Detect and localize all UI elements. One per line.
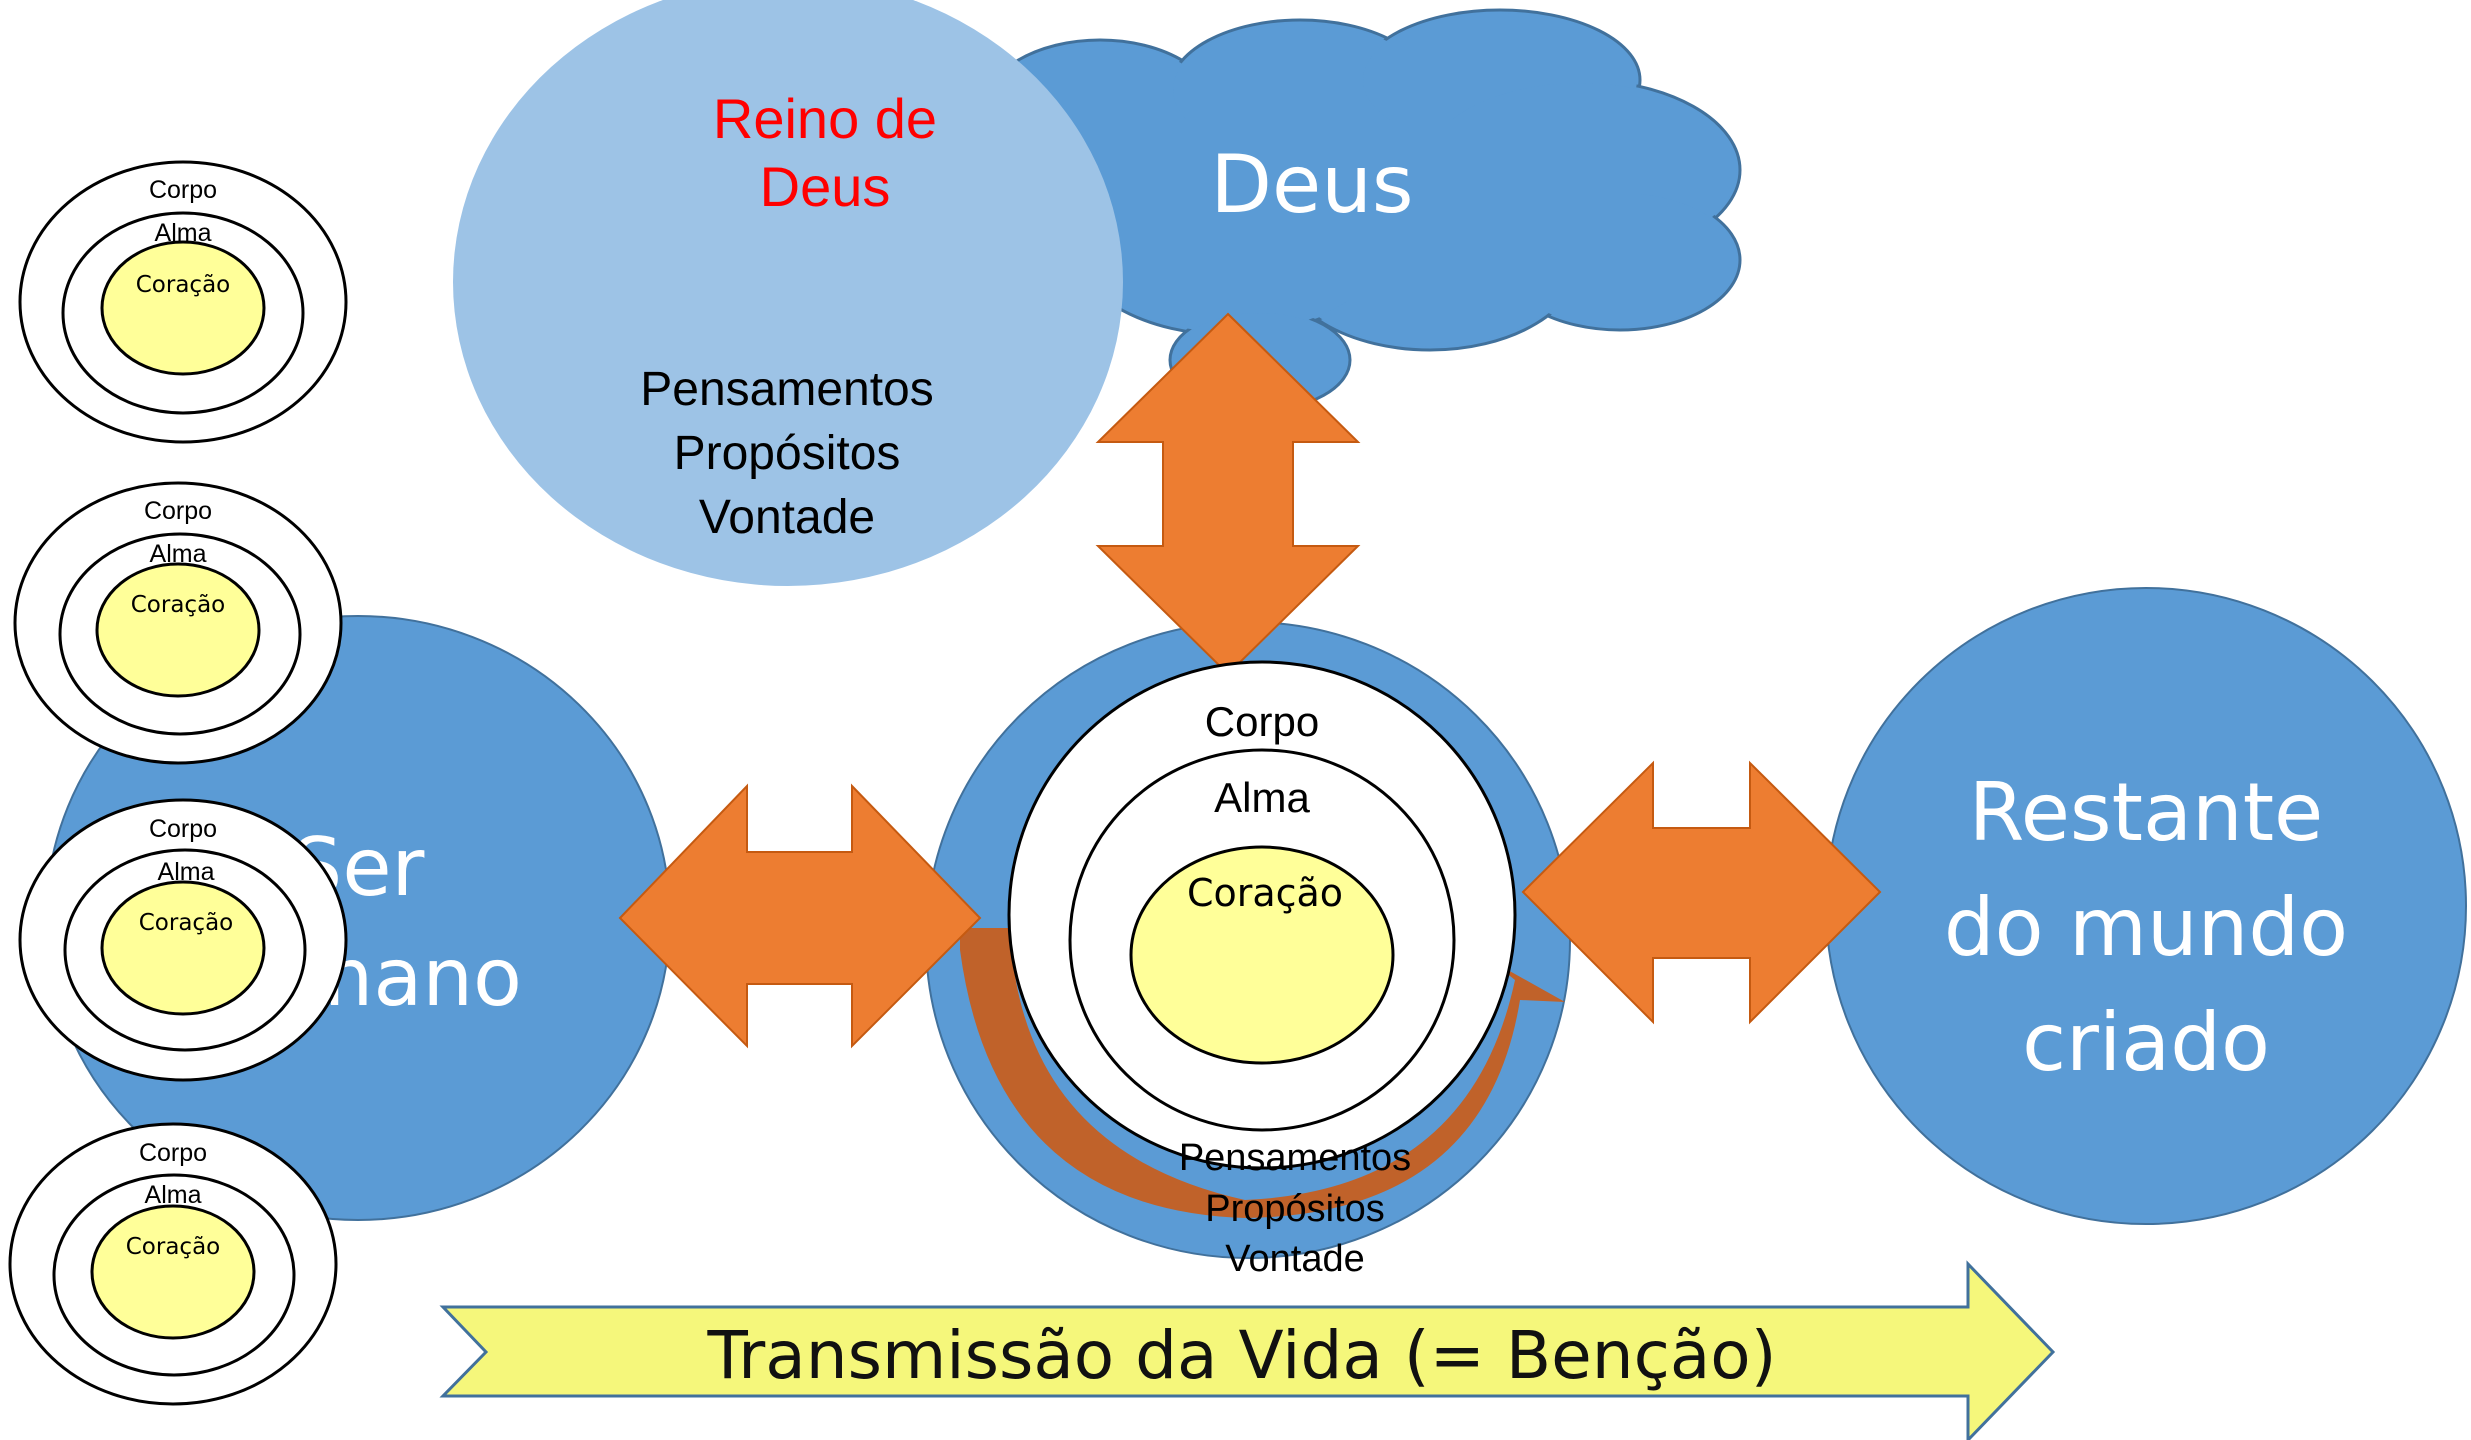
center-purposes: Propósitos bbox=[1205, 1188, 1385, 1230]
center-heart-label: Coração bbox=[1187, 871, 1343, 915]
small-person-1-heart-label: Coração bbox=[136, 272, 231, 298]
kingdom-will: Vontade bbox=[699, 491, 875, 544]
center-will: Vontade bbox=[1225, 1238, 1364, 1280]
world-line3: criado bbox=[2022, 996, 2270, 1089]
small-person-3-body-label: Corpo bbox=[149, 815, 217, 843]
center-heart bbox=[1129, 845, 1395, 1065]
small-person-3: Corpo Alma Coração bbox=[18, 798, 348, 1082]
small-person-1-body-label: Corpo bbox=[149, 176, 217, 204]
kingdom-title-line1: Reino de bbox=[713, 87, 937, 150]
small-person-2-heart-label: Coração bbox=[131, 592, 226, 618]
small-person-4-heart-label: Coração bbox=[126, 1234, 221, 1260]
left-double-arrow[interactable] bbox=[618, 783, 982, 1049]
small-person-2-body-label: Corpo bbox=[144, 497, 212, 525]
cycle-arrow bbox=[960, 928, 1565, 1218]
small-person-3-heart-label: Coração bbox=[139, 910, 234, 936]
right-double-arrow[interactable] bbox=[1521, 760, 1882, 1025]
small-person-2-soul-label: Alma bbox=[150, 540, 207, 568]
center-soul-label: Alma bbox=[1214, 774, 1310, 821]
world-line1: Restante bbox=[1969, 766, 2324, 859]
life-transmission-label: Transmissão da Vida (= Benção) bbox=[707, 1317, 1777, 1394]
center-body-label: Corpo bbox=[1205, 698, 1319, 745]
small-person-1-soul-label: Alma bbox=[155, 219, 212, 247]
life-transmission-arrow bbox=[439, 1260, 2056, 1440]
small-person-1: Corpo Alma Coração bbox=[18, 160, 348, 444]
kingdom-thoughts: Pensamentos bbox=[640, 363, 934, 416]
small-person-2: Corpo Alma Coração bbox=[13, 481, 343, 765]
small-person-3-soul-label: Alma bbox=[158, 858, 215, 886]
god-label: Deus bbox=[1210, 138, 1413, 231]
center-thoughts: Pensamentos bbox=[1179, 1137, 1411, 1179]
small-person-4-soul-label: Alma bbox=[145, 1181, 202, 1209]
kingdom-of-god-circle bbox=[453, 0, 1123, 586]
world-line2: do mundo bbox=[1944, 881, 2348, 974]
small-person-4: Corpo Alma Coração bbox=[8, 1122, 338, 1406]
kingdom-purposes: Propósitos bbox=[674, 427, 901, 480]
kingdom-title-line2: Deus bbox=[760, 155, 891, 218]
small-person-4-body-label: Corpo bbox=[139, 1139, 207, 1167]
